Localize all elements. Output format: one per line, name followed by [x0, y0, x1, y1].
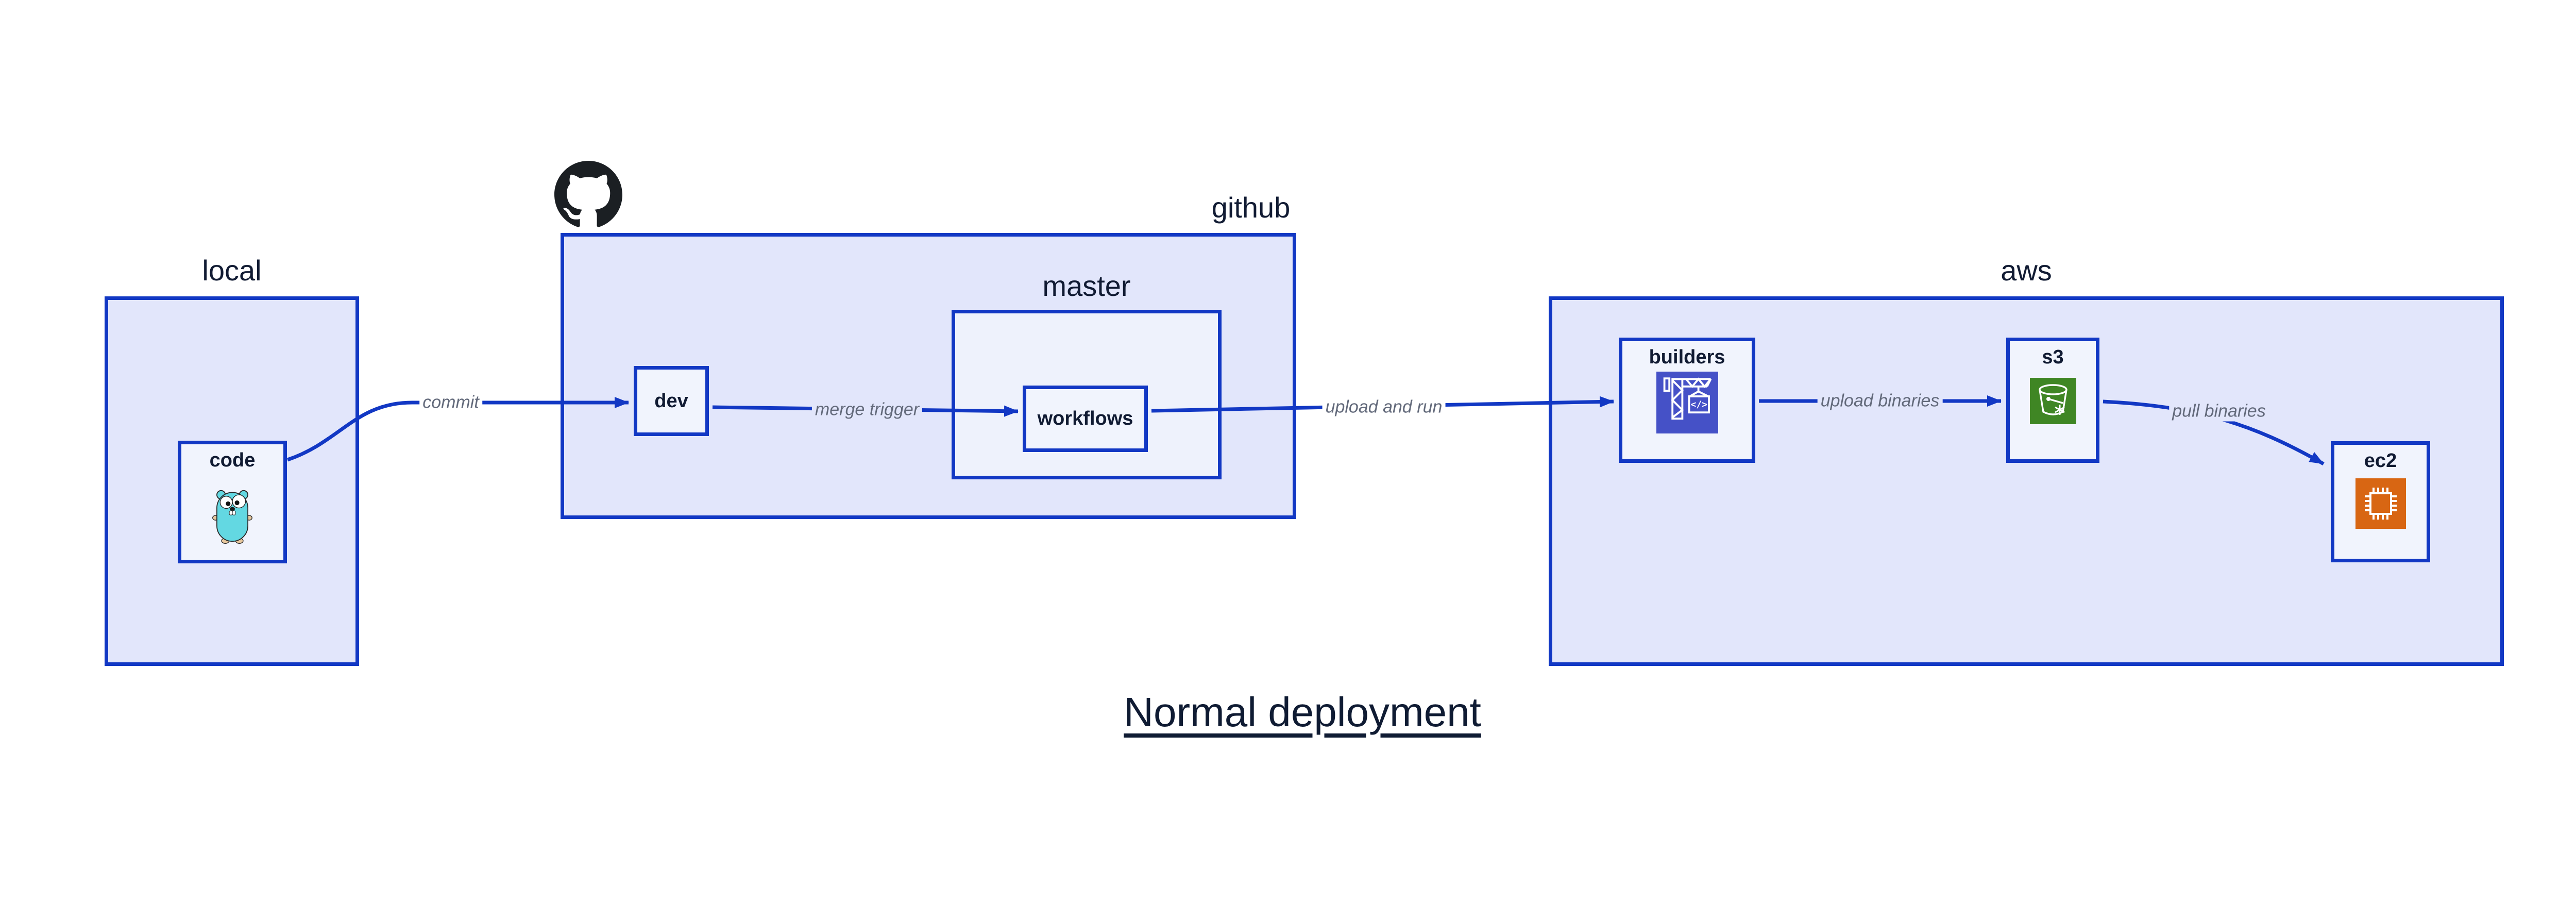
edge-label-commit: commit: [419, 392, 482, 413]
s3-bucket-icon: [2029, 378, 2076, 424]
github-octocat-icon: [554, 161, 622, 227]
node-code-label: code: [209, 449, 256, 471]
go-gopher-icon: [212, 490, 252, 544]
edge-label-upload-and-run: upload and run: [1322, 397, 1446, 417]
diagram-title: Normal deployment: [1124, 689, 1481, 735]
node-ec2: ec2: [2331, 441, 2430, 562]
node-workflows-label: workflows: [1037, 408, 1133, 429]
node-s3-label: s3: [2042, 346, 2064, 368]
edge-label-merge-trigger: merge trigger: [811, 399, 923, 420]
edge-label-pull-binaries: pull binaries: [2169, 401, 2269, 422]
node-workflows: workflows: [1023, 386, 1148, 452]
svg-text:</>: </>: [1690, 399, 1707, 410]
node-builders-label: builders: [1649, 346, 1725, 368]
node-dev-label: dev: [654, 390, 688, 412]
node-code: code: [178, 441, 287, 563]
node-s3: s3: [2006, 338, 2099, 463]
node-builders: builders </>: [1619, 338, 1755, 463]
node-ec2-label: ec2: [2364, 450, 2397, 472]
edge-label-upload-binaries: upload binaries: [1817, 391, 1943, 411]
aws-container-label: aws: [2001, 254, 2052, 287]
local-container-label: local: [202, 254, 262, 287]
master-container-label: master: [1042, 270, 1131, 302]
ec2-chip-icon: [2355, 478, 2406, 529]
github-container-label: github: [1211, 191, 1291, 224]
node-dev: dev: [634, 366, 709, 436]
codebuild-icon: </>: [1656, 372, 1718, 433]
